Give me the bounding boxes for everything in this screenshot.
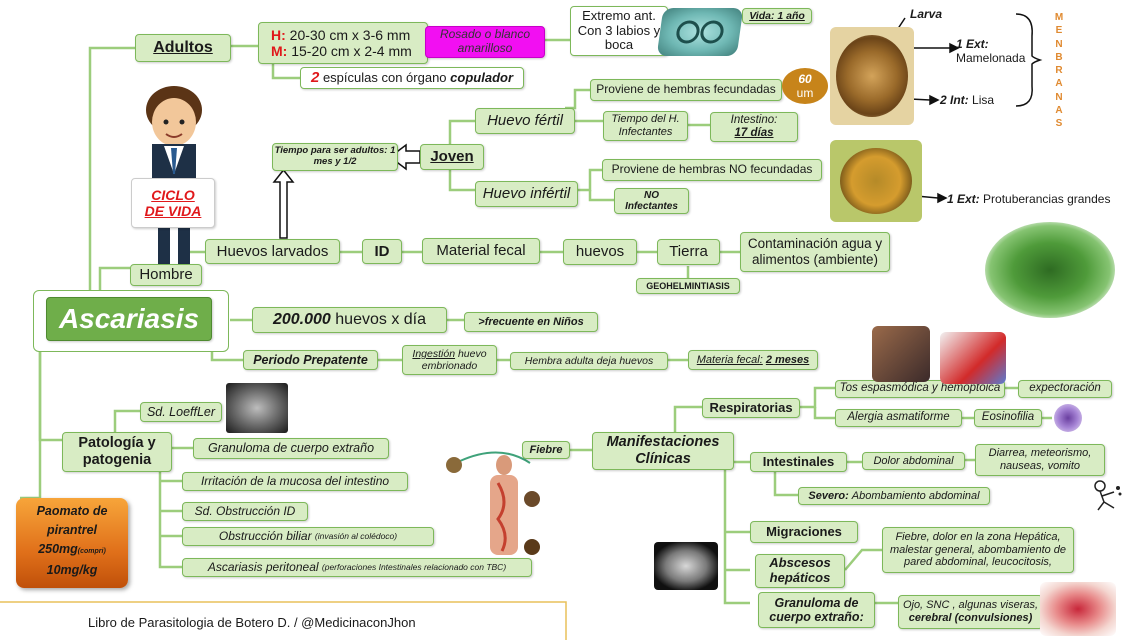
- fertile-egg-image: [830, 27, 914, 125]
- migraciones-node: Migraciones: [750, 521, 858, 543]
- intestinales-node: Intestinales: [750, 452, 847, 472]
- size-num: 60: [798, 72, 812, 86]
- child-image-1: [872, 326, 930, 382]
- no-infectantes: NO Infectantes: [614, 188, 689, 214]
- patologia-item-granuloma: Granuloma de cuerpo extraño: [193, 438, 389, 459]
- trat-line1: Paomato de: [36, 504, 108, 518]
- h-label: H:: [271, 26, 286, 43]
- patologia-item-peritoneal: Ascariasis peritoneal (perforaciones Int…: [182, 558, 532, 577]
- color-note: Rosado o blanco amarilloso: [425, 26, 545, 58]
- eosinofilia-node: Eosinofilia: [974, 409, 1042, 427]
- manifestaciones-node: Manifestaciones Clínicas: [592, 432, 734, 470]
- h-size: 20-30 cm x 3-6 mm: [289, 26, 411, 43]
- joven-node: Joven: [420, 144, 484, 170]
- granuloma-text: Ojo, SNC , algunas viseras,cerebral (con…: [898, 595, 1043, 629]
- size-unit: um: [796, 86, 814, 100]
- footer-credit: Libro de Parasitologia de Botero D. / @M…: [88, 615, 416, 630]
- eye-image: [1040, 582, 1116, 636]
- prepatente-node: Periodo Prepatente: [243, 350, 378, 370]
- tierra-node: Tierra: [657, 239, 720, 265]
- materia-node: Materia fecal: 2 meses: [688, 350, 818, 370]
- trat-line4: 10mg/kg: [46, 563, 98, 577]
- labios-icon: [676, 20, 724, 44]
- espiculas-num: 2: [310, 69, 320, 87]
- huevos-node: huevos: [563, 239, 637, 265]
- ext-inf-label: 1 Ext: Protuberancias grandes: [947, 192, 1111, 206]
- fecal-node: Material fecal: [422, 238, 540, 264]
- patologia-item-loeffler: Sd. LoeffLer: [140, 402, 222, 422]
- infertile-egg-image: [830, 140, 922, 222]
- espiculas-text: espículas con órgano: [322, 69, 447, 85]
- trat-line2: pirantrel: [46, 523, 97, 537]
- intestino-box: Intestino: 17 días: [710, 112, 798, 142]
- larva-label: Larva: [910, 7, 943, 21]
- extremo-box: Extremo ant. Con 3 labios y boca: [570, 6, 668, 56]
- vomit-icon: [1090, 478, 1126, 512]
- expectoracion-node: expectoración: [1018, 380, 1112, 398]
- adultos-node: Adultos: [135, 34, 231, 62]
- ingestion-node: Ingestión huevo embrionado: [402, 345, 497, 375]
- contaminacion-node: Contaminación agua y alimentos (ambiente…: [740, 232, 890, 272]
- granuloma-node: Granuloma de cuerpo extraño:: [758, 592, 875, 628]
- ciclo-sign: CICLO DE VIDA: [131, 178, 215, 228]
- alergia-node: Alergia asmatiforme: [835, 409, 962, 427]
- eosinophil-icon: [1054, 404, 1082, 432]
- patologia-item-biliar: Obstrucción biliar (invasión al colédoco…: [182, 527, 434, 546]
- ct-scan-image: [654, 542, 718, 590]
- produccion-node: 200.000 huevos x día: [252, 307, 447, 333]
- patologia-node: Patología y patogenia: [62, 432, 172, 472]
- hembra-node: Hembra adulta deja huevos: [510, 352, 668, 370]
- abscesos-text: Fiebre, dolor en la zona Hepática, males…: [882, 527, 1074, 573]
- severo-node: Severo: Abombamiento abdominal: [798, 487, 990, 505]
- trat-line3: 250mg(compri): [38, 542, 106, 556]
- h-size-row: H: 20-30 cm x 3-6 mm: [271, 27, 410, 43]
- life-cycle-illustration: [440, 443, 544, 559]
- int2-label: 2 Int: Lisa: [940, 93, 995, 107]
- infertil-proviene: Proviene de hembras NO fecundadas: [602, 159, 822, 181]
- adultos-size-box: H: 20-30 cm x 3-6 mm M: 15-20 cm x 2-4 m…: [258, 22, 428, 64]
- ciclo-line2: DE VIDA: [144, 203, 202, 219]
- xray-image: [226, 383, 288, 433]
- tiempo-adultos: Tiempo para ser adultos: 1 mes y 1/2: [272, 143, 398, 171]
- ext1-label: 1 Ext:Mamelonada: [956, 37, 1026, 65]
- ciclo-line1: CICLO: [151, 186, 195, 203]
- m-size: 15-20 cm x 2-4 mm: [291, 43, 412, 59]
- m-label: M:: [271, 43, 288, 59]
- patologia-item-irritacion: Irritación de la mucosa del intestino: [182, 472, 408, 491]
- m-size-row: M: 15-20 cm x 2-4 mm: [271, 43, 412, 59]
- vida-box: Vida: 1 año: [742, 8, 812, 24]
- patologia-item-obstruccion-id: Sd. Obstrucción ID: [182, 502, 308, 521]
- adultos-label: Adultos: [153, 38, 213, 56]
- diarrea-node: Diarrea, meteorismo, nauseas, vomito: [975, 444, 1105, 476]
- huevo-fertil-node: Huevo fértil: [475, 108, 575, 134]
- tiempo-infectantes: Tiempo del H. Infectantes: [603, 111, 688, 141]
- hombre-node: Hombre: [130, 264, 202, 286]
- huevo-infertil-node: Huevo infértil: [475, 181, 578, 207]
- page-title: Ascariasis: [46, 297, 212, 341]
- espiculas-box: 2 espículas con órgano copulador: [300, 67, 524, 89]
- respiratorias-node: Respiratorias: [702, 398, 800, 418]
- body-cycle-icon: [446, 451, 540, 555]
- mouth-image: [656, 8, 744, 56]
- fertil-proviene: Proviene de hembras fecundadas: [590, 79, 782, 101]
- plants-image: [985, 222, 1115, 318]
- geo-node: GEOHELMINTIASIS: [636, 278, 740, 294]
- abscesos-node: Abscesos hepáticos: [755, 554, 845, 588]
- id-node: ID: [362, 239, 402, 264]
- tratamiento-box: Paomato de pirantrel 250mg(compri) 10mg/…: [16, 498, 128, 588]
- dolor-node: Dolor abdominal: [862, 452, 965, 470]
- fiebre-node: Fiebre: [522, 441, 570, 459]
- larvados-node: Huevos larvados: [205, 239, 340, 264]
- frecuente-node: >frecuente en Niños: [464, 312, 598, 332]
- espiculas-bold: copulador: [450, 69, 514, 85]
- child-image-2: [940, 332, 1006, 384]
